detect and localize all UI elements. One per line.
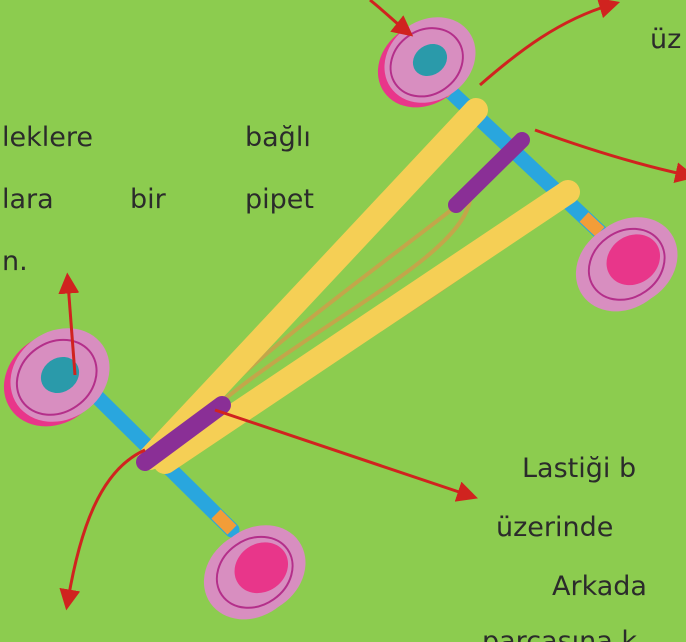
- right-text-line-2: üzerinde: [496, 512, 614, 543]
- right-text-line-4: parçasına k: [482, 626, 638, 642]
- wheel-icon: [203, 525, 306, 620]
- wheel-icon: [3, 328, 110, 427]
- right-text-line-1: Lastiği b: [522, 453, 637, 484]
- left-text-line-1b: bağlı: [245, 122, 311, 153]
- wheel-icon: [575, 217, 678, 312]
- left-text-line-2b: bir: [130, 184, 166, 215]
- purple-straws: [136, 132, 530, 471]
- right-text-line-3: Arkada: [552, 571, 647, 602]
- top-right-text: üz: [650, 24, 682, 55]
- left-text-line-1a: leklere: [2, 122, 93, 153]
- left-text-line-2a: lara: [2, 184, 54, 215]
- wheel-icon: [377, 17, 476, 108]
- arrow-icon: [58, 0, 686, 611]
- left-text-line-2c: pipet: [245, 184, 314, 215]
- left-text-line-3: n.: [2, 246, 28, 277]
